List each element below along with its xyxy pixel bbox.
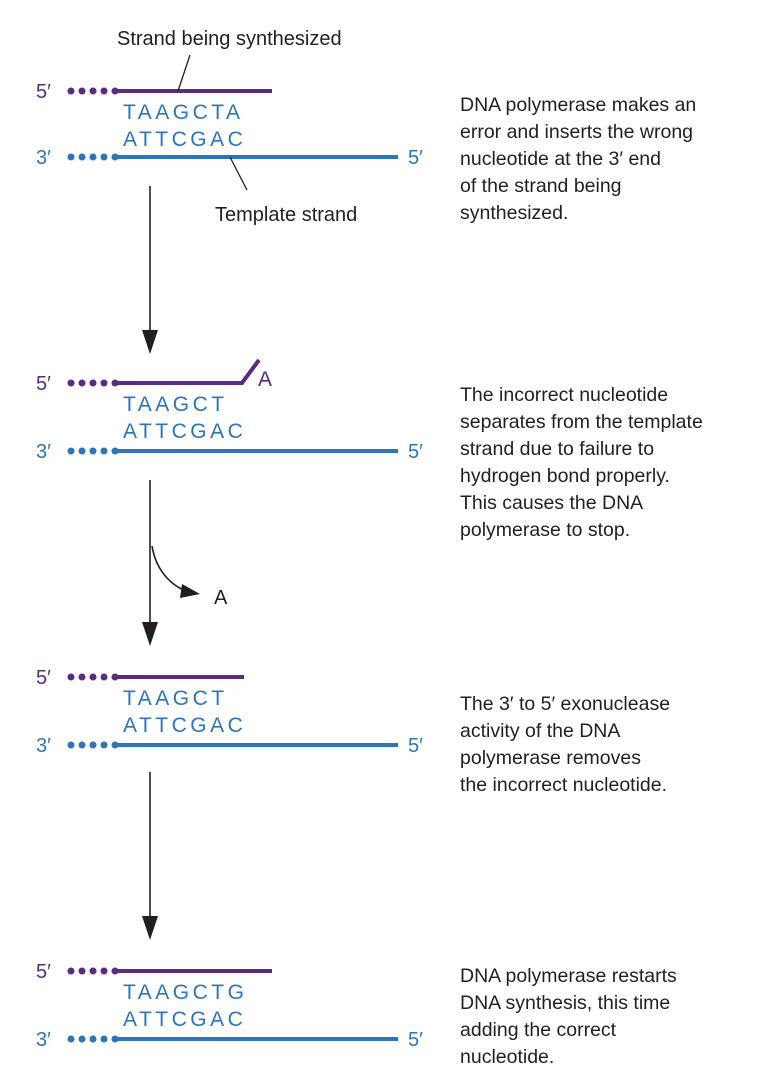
template-3prime-label: 3′ <box>36 1029 51 1051</box>
step-1: 5′ TAAGCTA ATTCGAC 3′ 5′ DNA polymerase … <box>0 0 782 224</box>
synth-5prime-label: 5′ <box>36 373 51 395</box>
template-sequence: ATTCGAC <box>123 420 246 443</box>
step-2-duplex: 5′ A TAAGCT ATTCGAC 3′ 5′ <box>36 358 423 463</box>
template-dots <box>67 1035 119 1043</box>
template-3prime-label: 3′ <box>36 147 51 169</box>
synth-dots <box>67 967 119 975</box>
synth-strand-line-kinked <box>115 358 261 385</box>
synth-sequence: TAAGCT <box>123 687 228 710</box>
mismatched-nucleotide: A <box>258 368 272 391</box>
strand-being-synthesized-label: Strand being synthesized <box>117 28 342 50</box>
synth-sequence: TAAGCTA <box>123 101 244 124</box>
template-5prime-label: 5′ <box>408 147 423 169</box>
step-3-duplex: 5′ TAAGCT ATTCGAC 3′ 5′ <box>36 667 423 757</box>
synth-5prime-label: 5′ <box>36 961 51 983</box>
synth-5prime-label: 5′ <box>36 667 51 689</box>
template-dots <box>67 153 119 161</box>
synth-dots <box>67 673 119 681</box>
step-4-description: DNA polymerase restarts DNA synthesis, t… <box>460 965 677 1068</box>
template-5prime-label: 5′ <box>408 1029 423 1051</box>
synth-5prime-label: 5′ <box>36 81 51 103</box>
template-5prime-label: 5′ <box>408 441 423 463</box>
template-strand-label: Template strand <box>215 204 358 226</box>
template-sequence: ATTCGAC <box>123 128 246 151</box>
step-4: 5′ TAAGCTG ATTCGAC 3′ 5′ DNA polymerase … <box>0 880 782 1080</box>
synth-sequence: TAAGCTG <box>123 981 247 1004</box>
step-4-duplex: 5′ TAAGCTG ATTCGAC 3′ 5′ <box>36 961 423 1051</box>
synth-sequence: TAAGCT <box>123 393 228 416</box>
step-2: 5′ A TAAGCT ATTCGAC 3′ 5′ The incorrect … <box>0 292 782 541</box>
template-3prime-label: 3′ <box>36 735 51 757</box>
template-pointer-line <box>229 156 248 191</box>
template-sequence: ATTCGAC <box>123 714 246 737</box>
step-3-description: The 3′ to 5′ exonuclease activity of the… <box>460 693 671 796</box>
template-dots <box>67 741 119 749</box>
template-5prime-label: 5′ <box>408 735 423 757</box>
template-sequence: ATTCGAC <box>123 1008 246 1031</box>
step-1-duplex: 5′ TAAGCTA ATTCGAC 3′ 5′ <box>36 54 423 191</box>
synth-dots <box>67 379 119 387</box>
synth-pointer-line <box>177 54 191 92</box>
step-1-description: DNA polymerase makes an error and insert… <box>460 94 697 224</box>
template-3prime-label: 3′ <box>36 441 51 463</box>
synth-dots <box>67 87 119 95</box>
step-2-description: The incorrect nucleotide separates from … <box>460 384 703 541</box>
step-3: 5′ TAAGCT ATTCGAC 3′ 5′ The 3′ to 5′ exo… <box>0 586 782 796</box>
template-dots <box>67 447 119 455</box>
